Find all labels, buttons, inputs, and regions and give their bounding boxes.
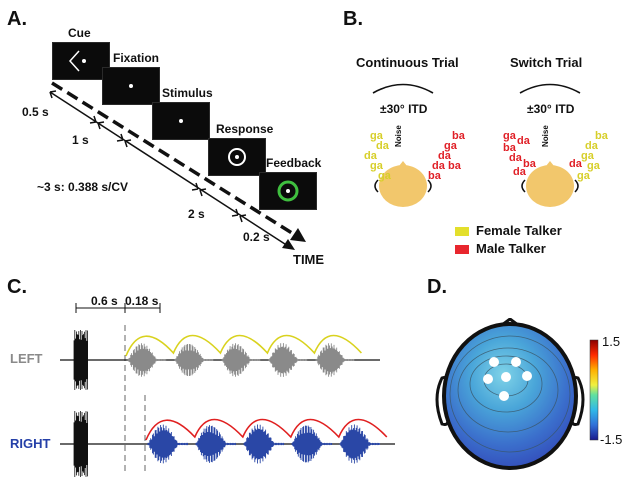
legend-female-swatch (455, 227, 469, 236)
time-axis-label: TIME (293, 252, 325, 267)
response-label: Response (216, 122, 274, 136)
duration-stimulus: ~3 s: 0.388 s/CV (37, 180, 129, 194)
continuous-noise-label: Noise (394, 125, 403, 147)
left-channel-label: LEFT (10, 351, 43, 366)
waveform-plot (60, 303, 395, 477)
electrode-dot (522, 371, 532, 381)
duration-feedback: 0.2 s (243, 230, 270, 244)
fixation-label: Fixation (113, 51, 160, 65)
panel-a-letter: A. (7, 8, 27, 30)
duration-response: 2 s (188, 207, 205, 221)
right-syllable-wave (243, 424, 285, 464)
right-syllable-wave (291, 425, 333, 463)
cont-right-syl-4: da (432, 160, 445, 172)
electrode-dot (511, 357, 521, 367)
duration-cue: 0.5 s (22, 105, 49, 119)
colorbar-max-label: 1.5 (602, 334, 621, 349)
switch-left-syl-3: da (509, 152, 522, 164)
fixation-dot (129, 84, 133, 88)
panel-d-letter: D. (427, 276, 447, 298)
switch-right-syl-3: da (569, 158, 582, 170)
time-arrowhead (290, 228, 306, 242)
panel-b-letter: B. (343, 8, 363, 30)
left-syllable-wave (127, 343, 167, 377)
switch-head (521, 161, 579, 207)
continuous-itd-label: ±30° ITD (380, 102, 428, 116)
right-syllable-wave (147, 424, 189, 464)
cont-left-syl-2: da (364, 150, 377, 162)
topography-map (435, 318, 599, 470)
cue-arrow-icon (68, 50, 86, 72)
switch-right-syl-4: ga (587, 160, 600, 172)
left-syllable-wave (315, 343, 355, 377)
right-syllable-wave (195, 425, 237, 463)
solid-timeline (49, 91, 289, 247)
continuous-itd-arc (372, 83, 434, 94)
switch-left-syl-5: da (513, 166, 526, 178)
switch-noise-label: Noise (541, 125, 550, 147)
left-noise-burst (73, 330, 88, 390)
cue-screen (52, 42, 110, 80)
switch-left-syl-2: ba (503, 142, 516, 154)
left-syllable-wave (174, 344, 214, 376)
switch-right-syl-2: ga (581, 150, 594, 162)
panel-a-timeline (49, 81, 306, 250)
switch-left-syl-0: ga (503, 130, 516, 142)
cont-right-syl-5: ba (428, 170, 441, 182)
solid-arrowhead (282, 239, 295, 250)
response-ring-icon (228, 148, 246, 166)
colorbar (589, 339, 599, 441)
switch-right-syl-0: ba (595, 130, 608, 142)
right-noise-burst (73, 411, 88, 477)
stimulus-label: Stimulus (162, 86, 213, 100)
duration-fixation: 1 s (72, 133, 89, 147)
feedback-screen (259, 172, 317, 210)
gap2-label: 0.18 s (125, 294, 159, 308)
colorbar-min-label: -1.5 (600, 432, 623, 447)
right-syllable-wave (339, 424, 381, 464)
stimulus-dot (179, 119, 183, 123)
feedback-label: Feedback (266, 156, 322, 170)
cue-label: Cue (68, 26, 91, 40)
cont-left-syl-3: ga (370, 160, 383, 172)
electrode-dot (483, 374, 493, 384)
electrode-dot (499, 391, 509, 401)
switch-itd-label: ±30° ITD (527, 102, 575, 116)
continuous-trial-title: Continuous Trial (356, 55, 459, 70)
cont-right-syl-0: ba (452, 130, 465, 142)
switch-itd-arc (519, 83, 581, 94)
cont-left-syl-0: ga (370, 130, 383, 142)
cont-right-syl-3: ba (448, 160, 461, 172)
cont-right-syl-1: ga (444, 140, 457, 152)
switch-left-syl-1: da (517, 135, 530, 147)
fixation-screen (102, 67, 160, 105)
response-screen (208, 138, 266, 176)
right-channel-label: RIGHT (10, 436, 51, 451)
legend-female-label: Female Talker (476, 223, 562, 238)
dashed-time-arrow (51, 81, 301, 240)
left-syllable-wave (268, 343, 308, 377)
stimulus-screen (152, 102, 210, 140)
panel-c-letter: C. (7, 276, 27, 298)
electrode-dot (489, 357, 499, 367)
gap1-label: 0.6 s (91, 294, 118, 308)
cont-left-syl-1: da (376, 140, 389, 152)
switch-right-syl-5: ga (577, 170, 590, 182)
electrode-dot (501, 372, 511, 382)
cont-left-syl-5: ga (378, 170, 391, 182)
continuous-head (374, 161, 432, 207)
feedback-ring-icon (277, 180, 299, 202)
cont-right-syl-2: da (438, 150, 451, 162)
left-syllable-wave (221, 343, 261, 377)
legend-male-label: Male Talker (476, 241, 546, 256)
switch-right-syl-1: da (585, 140, 598, 152)
switch-left-syl-4: ba (523, 158, 536, 170)
right-envelope (145, 418, 388, 441)
legend-male-swatch (455, 245, 469, 254)
switch-trial-title: Switch Trial (510, 55, 583, 70)
left-envelope (125, 334, 362, 357)
